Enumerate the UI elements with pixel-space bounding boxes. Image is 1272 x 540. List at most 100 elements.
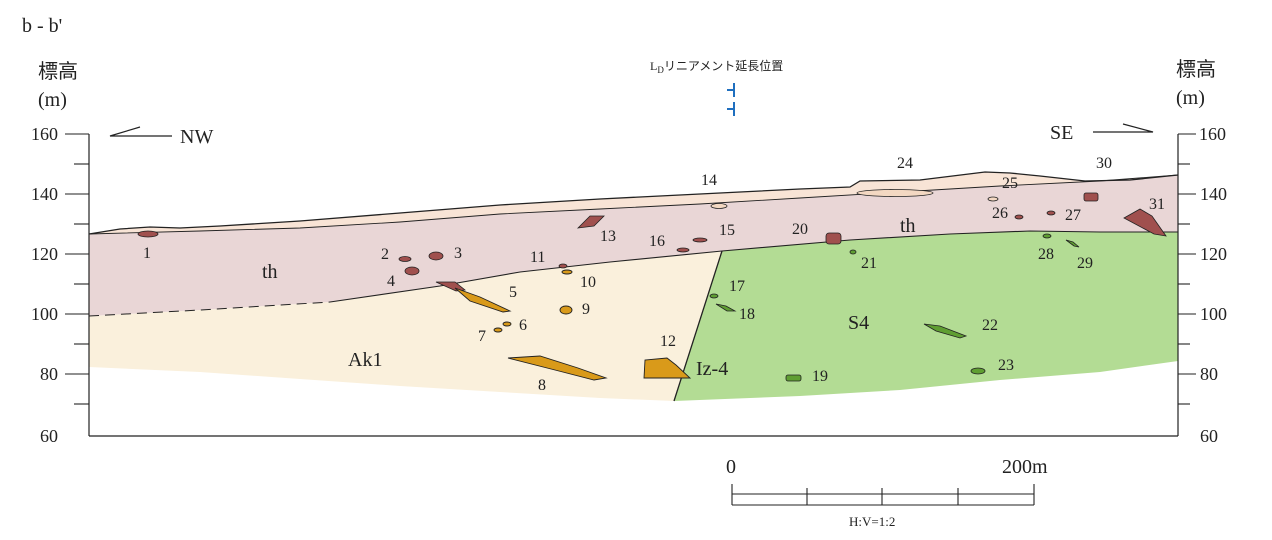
right-tick-140: 140 <box>1200 184 1227 204</box>
left-tick-140: 140 <box>31 184 58 204</box>
lens-green-19 <box>785 374 802 382</box>
section-title: b - b' <box>22 15 62 37</box>
direction-se: SE <box>1050 122 1073 144</box>
right-axis-ticks <box>1178 133 1196 405</box>
lens-green-29 <box>1065 239 1080 248</box>
sample-label-1: 1 <box>143 245 151 262</box>
scale-bar <box>731 484 1035 506</box>
topsoil-th-boundary <box>88 174 1179 235</box>
sample-label-28: 28 <box>1038 246 1054 263</box>
lens-brown-11 <box>558 263 568 269</box>
sample-label-23: 23 <box>998 357 1014 374</box>
th-base-boundary <box>329 230 1178 303</box>
lens-green-22 <box>923 323 968 339</box>
lens-orange-6 <box>502 321 512 327</box>
unit-label-iz4: Iz-4 <box>696 358 728 380</box>
sample-label-3: 3 <box>454 245 462 262</box>
sample-label-16: 16 <box>649 233 665 250</box>
lens-green-17 <box>709 293 719 299</box>
left-axis-unit: (m) <box>38 89 67 111</box>
lens-green-23 <box>970 367 986 375</box>
right-tick-160: 160 <box>1199 124 1226 144</box>
lens-brown-30 <box>1083 192 1099 202</box>
right-axis-unit: (m) <box>1176 87 1205 109</box>
sample-label-31: 31 <box>1149 196 1165 213</box>
lens-tan-14 <box>710 203 728 209</box>
lens-brown-4 <box>404 266 420 276</box>
sample-label-17: 17 <box>729 278 745 295</box>
lineament-label: LDリニアメント延長位置 <box>650 58 783 75</box>
lens-brown-16 <box>676 247 690 253</box>
unit-label-ak1: Ak1 <box>348 349 382 371</box>
sample-label-29: 29 <box>1077 255 1093 272</box>
right-tick-100: 100 <box>1200 304 1227 324</box>
sample-label-7: 7 <box>478 328 486 345</box>
sample-label-4: 4 <box>387 273 395 290</box>
lens-tan-25 <box>987 196 999 202</box>
nw-arrow <box>109 126 172 137</box>
left-axis-ticks <box>65 133 89 405</box>
unit-th-area <box>89 175 1178 316</box>
left-tick-60: 60 <box>40 426 58 446</box>
sample-label-24: 24 <box>897 155 913 172</box>
lens-brown-1 <box>137 230 159 238</box>
lens-brown-2 <box>398 256 412 262</box>
right-tick-60: 60 <box>1200 426 1218 446</box>
th-base-boundary-dashed <box>88 301 331 317</box>
unit-label-s4: S4 <box>848 312 869 334</box>
sample-label-20: 20 <box>792 221 808 238</box>
lens-brown-13 <box>576 215 605 229</box>
lens-green-21 <box>849 249 857 255</box>
lens-brown-3 <box>428 251 444 261</box>
right-axis-label: 標高 <box>1176 58 1216 81</box>
unit-topsoil-area <box>89 172 1178 234</box>
lineament-marker <box>727 83 735 116</box>
sample-label-14: 14 <box>701 172 717 189</box>
lens-orange-12 <box>643 357 692 379</box>
sample-label-10: 10 <box>580 274 596 291</box>
left-tick-120: 120 <box>31 244 58 264</box>
right-tick-80: 80 <box>1200 364 1218 384</box>
left-tick-160: 160 <box>31 124 58 144</box>
scale-ratio: H:V=1:2 <box>849 514 895 529</box>
left-tick-80: 80 <box>40 364 58 384</box>
sample-label-26: 26 <box>992 205 1008 222</box>
sample-label-2: 2 <box>381 246 389 263</box>
lens-brown-15 <box>692 237 708 243</box>
sample-label-21: 21 <box>861 255 877 272</box>
sample-label-9: 9 <box>582 301 590 318</box>
sample-label-15: 15 <box>719 222 735 239</box>
lens-brown-20 <box>825 232 842 245</box>
scale-label-end: 200m <box>1002 456 1048 478</box>
sample-label-6: 6 <box>519 317 527 334</box>
lens-brown-27 <box>1046 210 1056 216</box>
sample-label-30: 30 <box>1096 155 1112 172</box>
right-tick-120: 120 <box>1200 244 1227 264</box>
lens-brown-26 <box>1014 214 1024 220</box>
left-axis-label: 標高 <box>38 60 78 83</box>
unit-s4-area <box>674 231 1178 401</box>
sample-label-8: 8 <box>538 377 546 394</box>
lens-green-28 <box>1042 233 1052 239</box>
sample-label-18: 18 <box>739 306 755 323</box>
sample-label-5: 5 <box>509 284 517 301</box>
sample-label-27: 27 <box>1065 207 1081 224</box>
sample-label-25: 25 <box>1002 175 1018 192</box>
sample-label-12: 12 <box>660 333 676 350</box>
direction-nw: NW <box>180 126 213 148</box>
lens-orange-5 <box>454 287 512 313</box>
sample-label-19: 19 <box>812 368 828 385</box>
sample-label-11: 11 <box>530 249 545 266</box>
left-tick-100: 100 <box>31 304 58 324</box>
sample-label-13: 13 <box>600 228 616 245</box>
lens-tan-24 <box>856 189 934 197</box>
lens-green-18 <box>715 303 737 312</box>
unit-label-th-right: th <box>900 215 916 237</box>
lens-orange-7 <box>493 327 503 333</box>
lens-orange-10 <box>561 269 573 275</box>
unit-label-th-left: th <box>262 261 278 283</box>
ground-surface-line <box>88 171 1179 235</box>
sample-label-22: 22 <box>982 317 998 334</box>
lens-brown-31 <box>1123 208 1167 237</box>
